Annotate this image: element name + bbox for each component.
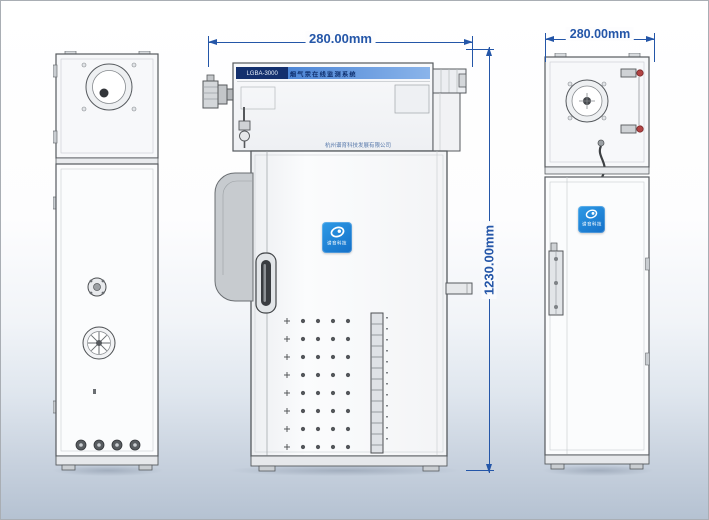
dim-side-width: 280.00mm: [545, 26, 655, 62]
hinges: [53, 64, 58, 414]
logo-swirl-icon: [585, 209, 598, 219]
arrow-left-icon: [208, 39, 217, 45]
title-chip: 烟气汞在线监测系统: [288, 67, 430, 79]
ground-shadow: [229, 465, 459, 476]
small-marker: [93, 389, 96, 394]
cabinet-body: [544, 176, 650, 456]
arrow-right-icon: [464, 39, 473, 45]
arrow-right-icon: [646, 36, 655, 42]
main-cabinet: [250, 150, 448, 457]
divider: [544, 166, 650, 178]
cabinet-body: [55, 163, 159, 457]
speaker-dot-icon: [99, 88, 109, 98]
gas-fittings: [620, 68, 644, 134]
ground-shadow: [53, 465, 163, 476]
divider: [55, 157, 159, 165]
fan-dial-icon: [82, 326, 116, 360]
logo-text: 谱育科技: [581, 221, 602, 227]
connector-port-icon: [87, 277, 107, 297]
device-title: 烟气汞在线监测系统: [289, 70, 357, 78]
base: [55, 455, 159, 471]
logo-swirl-icon: [330, 226, 344, 238]
arrow-up-icon: [486, 47, 492, 56]
top-vent-unit: [432, 68, 467, 152]
side-view-left: [53, 51, 159, 471]
dimension-value: 1230.00mm: [481, 220, 497, 300]
dim-front-width: 280.00mm: [208, 30, 473, 68]
door-side-panel: [214, 172, 254, 302]
door-handle: [255, 252, 277, 314]
ground-shadow: [543, 465, 653, 476]
model-label: LGBA-3000: [246, 69, 278, 77]
company-note: 杭州谱育科技发展有限公司: [325, 142, 391, 149]
side-view-right: [544, 53, 650, 470]
front-view: [202, 62, 473, 472]
side-handle-bar: [445, 282, 473, 295]
terminal-strip: [370, 312, 388, 454]
device-label-strip: LGBA-3000 烟气汞在线监测系统: [236, 67, 430, 79]
brand-logo: 谱育科技: [578, 206, 605, 233]
brand-logo: 谱育科技: [322, 222, 352, 253]
arrow-left-icon: [545, 36, 554, 42]
arrow-down-icon: [486, 464, 492, 473]
base: [544, 454, 650, 470]
top-panel: [55, 53, 159, 159]
sample-valve: [238, 107, 251, 148]
dimension-value: 280.00mm: [305, 31, 376, 46]
dim-height: 1230.00mm: [466, 47, 512, 473]
model-chip: LGBA-3000: [236, 67, 288, 79]
bottom-connectors: [75, 439, 141, 451]
top-panel: [544, 56, 650, 168]
base: [250, 455, 448, 472]
dimension-value: 280.00mm: [565, 27, 635, 41]
side-bracket: [548, 242, 564, 316]
logo-text: 谱育科技: [327, 240, 348, 246]
feeder-motor: [202, 74, 234, 109]
